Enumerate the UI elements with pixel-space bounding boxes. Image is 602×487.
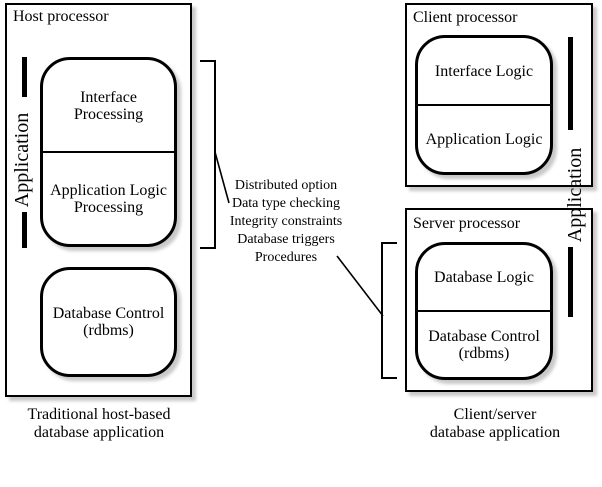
note-distributed-option: Distributed option — [234, 178, 338, 193]
server-processor-title: Server processor — [413, 215, 521, 232]
note-integrity-constraints: Integrity constraints — [229, 214, 343, 229]
application-vertical-label-right: Application — [564, 147, 586, 243]
interface-processing-line2: Processing — [73, 105, 144, 123]
server-database-control-line2: (rdbms) — [458, 344, 510, 362]
database-control-line1: Database Control — [52, 305, 165, 322]
host-caption-line2: database application — [33, 424, 165, 441]
application-logic-label: Application Logic — [425, 130, 543, 148]
application-vertical-label-left: Application — [11, 112, 33, 208]
client-processor-title: Client processor — [413, 9, 518, 26]
client-server-caption: Client/server database application — [400, 406, 590, 442]
application-logic-line1: Application Logic — [50, 181, 167, 199]
application-logic-cell: Application Logic — [418, 106, 550, 172]
database-control-cell: Database Control (rdbms) — [43, 270, 174, 374]
application-bracket-bar-top-right — [568, 37, 573, 130]
host-caption: Traditional host-based database applicat… — [4, 406, 194, 442]
feature-notes: Distributed option Data type checking In… — [196, 177, 376, 267]
application-logic-line2: Processing — [73, 198, 144, 216]
client-server-caption-line1: Client/server — [453, 406, 537, 423]
host-application-stack: Interface Processing Application Logic P… — [40, 57, 177, 247]
database-logic-label: Database Logic — [434, 269, 534, 286]
note-data-type-checking: Data type checking — [231, 196, 341, 211]
application-bracket-bar-top-left — [22, 57, 27, 97]
interface-processing-cell: Interface Processing — [43, 60, 174, 153]
application-bracket-bar-bottom-left — [22, 212, 27, 248]
host-caption-line1: Traditional host-based — [27, 406, 171, 423]
server-stack: Database Logic Database Control (rdbms) — [415, 242, 553, 380]
host-database-control-box: Database Control (rdbms) — [40, 267, 177, 377]
right-bracket — [381, 242, 397, 379]
database-control-line2: (rdbms) — [83, 322, 134, 339]
database-logic-cell: Database Logic — [418, 245, 550, 312]
server-database-control-line1: Database Control — [428, 327, 540, 345]
client-stack: Interface Logic Application Logic — [415, 35, 553, 175]
host-processor-title: Host processor — [13, 8, 109, 25]
interface-logic-cell: Interface Logic — [418, 38, 550, 106]
interface-processing-line1: Interface — [80, 88, 137, 106]
client-server-caption-line2: database application — [429, 424, 561, 441]
application-logic-processing-cell: Application Logic Processing — [43, 153, 174, 244]
interface-logic-label: Interface Logic — [434, 62, 534, 80]
server-database-control-cell: Database Control (rdbms) — [418, 312, 550, 377]
application-bracket-bar-bottom-right — [568, 247, 573, 317]
note-procedures: Procedures — [254, 250, 318, 265]
note-database-triggers: Database triggers — [237, 232, 335, 247]
